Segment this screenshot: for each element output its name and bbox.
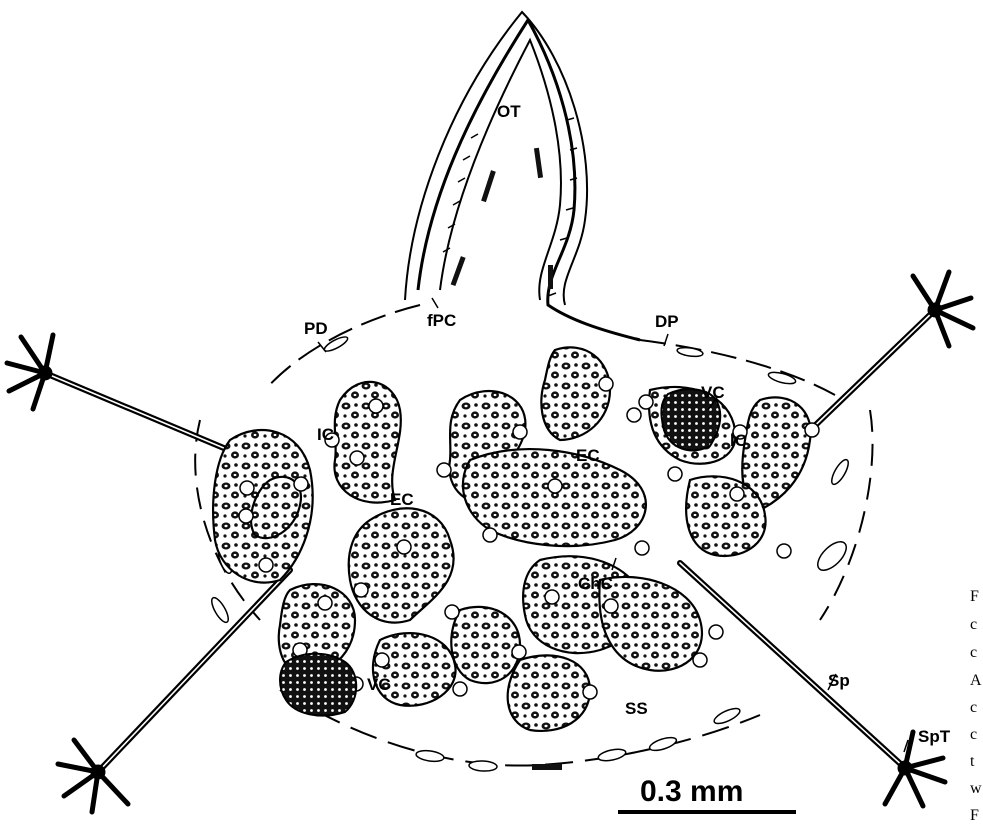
caption-fragment: w bbox=[970, 780, 982, 797]
caption-fragment: c bbox=[970, 644, 977, 661]
label-ic-left: IC bbox=[317, 425, 334, 444]
osculum-tube bbox=[405, 12, 640, 340]
caption-fragment: F bbox=[970, 807, 979, 824]
label-vc-top: VC bbox=[701, 383, 725, 402]
caption-fragment: c bbox=[970, 616, 977, 633]
scale-bar: 0.3 mm bbox=[618, 775, 796, 814]
label-ot: OT bbox=[497, 102, 521, 121]
label-fpc: fPC bbox=[427, 311, 456, 330]
scale-bar-line bbox=[618, 810, 796, 814]
scale-bar-label: 0.3 mm bbox=[640, 775, 743, 808]
label-ec-right: EC bbox=[576, 446, 600, 465]
caption-fragment: A bbox=[970, 672, 982, 689]
label-spt: SpT bbox=[918, 727, 951, 746]
label-chc: ChC bbox=[578, 574, 613, 593]
caption-fragments: F c c A c c t w F bbox=[970, 588, 982, 824]
label-sp: Sp bbox=[828, 671, 850, 690]
caption-fragment: t bbox=[970, 753, 975, 770]
caption-fragment: c bbox=[970, 726, 977, 743]
label-vc-bottom: VC bbox=[367, 675, 391, 694]
caption-fragment: c bbox=[970, 699, 977, 716]
label-ss: SS bbox=[625, 699, 648, 718]
label-pd: PD bbox=[304, 319, 328, 338]
label-ec-left: EC bbox=[390, 490, 414, 509]
spicule-tip-left bbox=[7, 335, 53, 409]
label-ic-right: IC bbox=[730, 431, 747, 450]
label-dp: DP bbox=[655, 312, 679, 331]
spicule-tip-right bbox=[913, 272, 973, 346]
caption-fragment: F bbox=[970, 588, 979, 605]
